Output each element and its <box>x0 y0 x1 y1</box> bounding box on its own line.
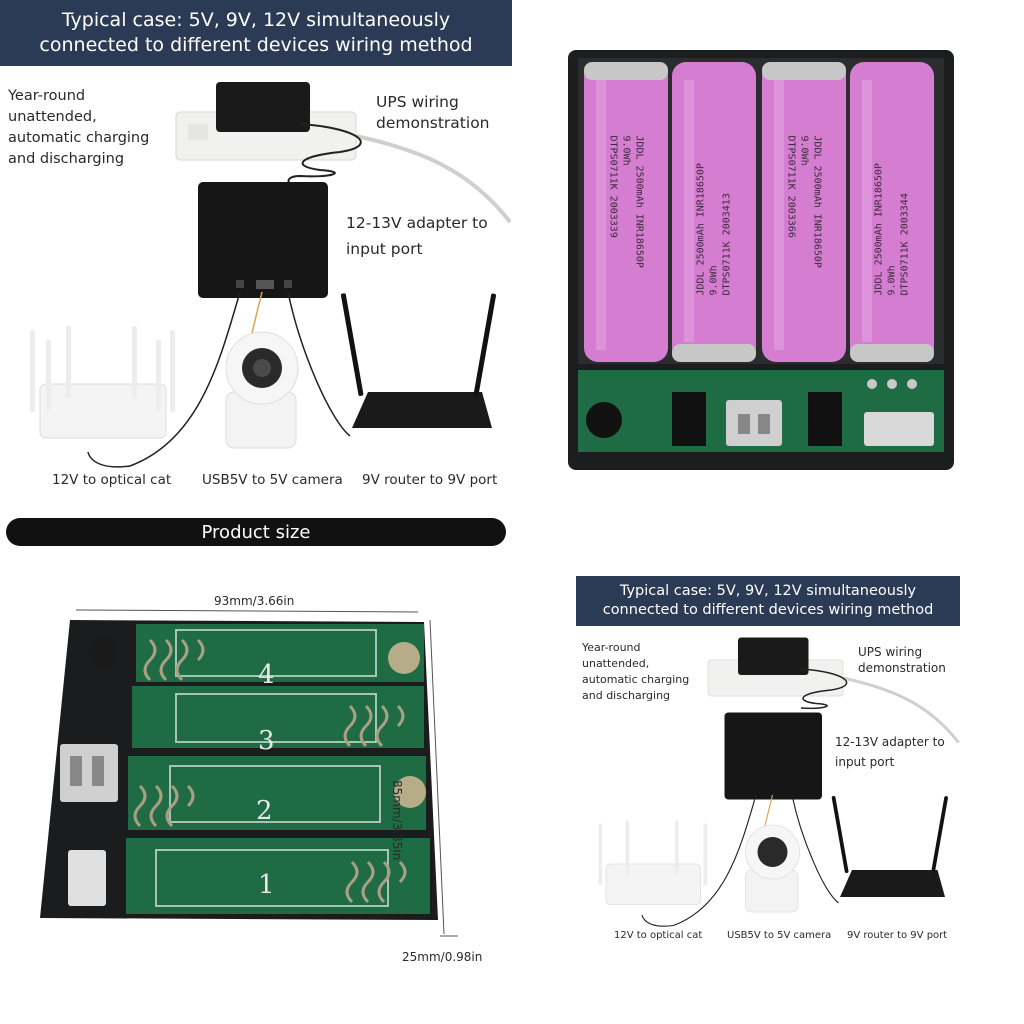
depth-dimension: 25mm/0.98in <box>402 950 483 964</box>
ups-label-small: UPS wiring demonstration <box>858 645 946 675</box>
cell-text-1: JDDL 2500mAh INR18650P 9.0Wh DTPS0711K 2… <box>607 135 645 268</box>
adapter-label-small: 12-13V adapter to input port <box>835 735 945 769</box>
cell-4 <box>850 62 934 362</box>
caption-12v-small: 12V to optical cat <box>614 930 703 941</box>
cell-text-2: JDDL 2500mAh INR18650P 9.0Wh DTPS0711K 2… <box>695 163 733 296</box>
width-dimension: 93mm/3.66in <box>214 594 295 608</box>
cell-1 <box>584 62 668 362</box>
slot-number-1: 1 <box>258 870 275 900</box>
adapter-label: 12-13V adapter to input port <box>346 214 488 258</box>
slot-number-4: 4 <box>258 660 275 690</box>
caption-9v: 9V router to 9V port <box>362 472 498 488</box>
year-round-label: Year-round unattended, automatic chargin… <box>8 88 150 167</box>
ups-label: UPS wiring demonstration <box>376 93 490 132</box>
wiring-illustration <box>30 82 512 468</box>
product-size-diagram: 93mm/3.66in 85mm/3.35in 25mm/0.98in 4 3 … <box>0 560 512 1024</box>
wiring-diagram-bottom: Typical case: 5V, 9V, 12V simultaneously… <box>576 576 960 960</box>
year-round-label-small: Year-round unattended, automatic chargin… <box>582 641 690 702</box>
product-size-title: Product size <box>6 518 506 546</box>
height-dimension: 85mm/3.35in <box>390 780 404 861</box>
cell-3 <box>762 62 846 362</box>
caption-usb: USB5V to 5V camera <box>202 472 343 488</box>
wiring-banner-small: Typical case: 5V, 9V, 12V simultaneously… <box>576 576 960 626</box>
battery-case-photo: JDDL 2500mAh INR18650P 9.0Wh DTPS0711K 2… <box>512 0 1024 512</box>
cell-text-4: JDDL 2500mAh INR18650P 9.0Wh DTPS0711K 2… <box>873 163 911 296</box>
slot-number-2: 2 <box>256 796 273 826</box>
slot-number-3: 3 <box>258 726 275 756</box>
wiring-illustration-small <box>598 637 960 927</box>
cell-2 <box>672 62 756 362</box>
wiring-diagram-top: Typical case: 5V, 9V, 12V simultaneously… <box>0 0 512 512</box>
size-illustration <box>40 609 458 937</box>
caption-usb-small: USB5V to 5V camera <box>727 930 832 941</box>
caption-9v-small: 9V router to 9V port <box>847 930 948 941</box>
caption-12v: 12V to optical cat <box>52 472 172 488</box>
cell-text-3: JDDL 2500mAh INR18650P 9.0Wh DTPS0711K 2… <box>785 135 823 268</box>
battery-case-illustration <box>568 50 954 470</box>
wiring-banner: Typical case: 5V, 9V, 12V simultaneously… <box>0 0 512 66</box>
